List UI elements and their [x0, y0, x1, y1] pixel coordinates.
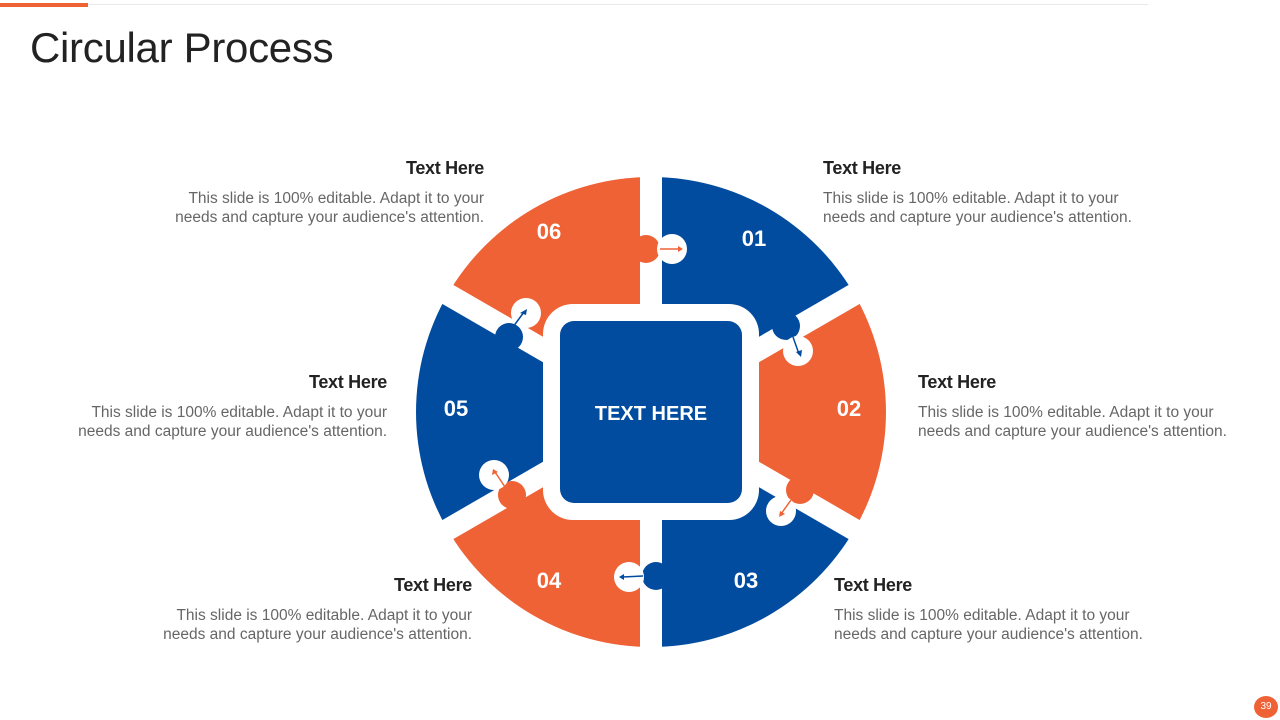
text-block-05-line-1: This slide is 100% editable. Adapt it to… — [91, 404, 387, 421]
text-block-06-line-2: needs and capture your audience's attent… — [175, 209, 484, 226]
text-block-04-body: This slide is 100% editable. Adapt it to… — [132, 606, 472, 644]
text-block-01-line-2: needs and capture your audience's attent… — [823, 209, 1132, 226]
segment-01-number: 01 — [742, 226, 766, 251]
segment-02-shape[interactable] — [651, 294, 886, 530]
text-block-04-heading: Text Here — [393, 575, 472, 595]
segment-04-number: 04 — [537, 568, 562, 593]
text-block-01-body: This slide is 100% editable. Adapt it to… — [823, 189, 1163, 227]
center-label: TEXT HERE — [595, 403, 707, 425]
puzzle-knob-02-03 — [766, 476, 814, 526]
text-block-01: Text Here This slide is 100% editable. A… — [823, 158, 1163, 227]
puzzle-knob-04-05 — [479, 460, 526, 509]
text-block-03: Text Here This slide is 100% editable. A… — [834, 575, 1174, 644]
text-block-03-line-2: needs and capture your audience's attent… — [834, 626, 1143, 643]
text-block-05-body: This slide is 100% editable. Adapt it to… — [47, 403, 387, 441]
text-block-02-line-1: This slide is 100% editable. Adapt it to… — [918, 404, 1214, 421]
text-block-02: Text Here This slide is 100% editable. A… — [918, 372, 1258, 441]
text-block-01-heading: Text Here — [823, 158, 902, 178]
puzzle-knob-01-02 — [772, 312, 813, 366]
text-block-03-heading: Text Here — [834, 575, 913, 595]
text-block-04-line-2: needs and capture your audience's attent… — [163, 626, 472, 643]
puzzle-knob-06-01 — [632, 234, 687, 264]
text-block-02-body: This slide is 100% editable. Adapt it to… — [918, 403, 1258, 441]
text-block-05-heading: Text Here — [308, 372, 387, 392]
slide-title: Circular Process — [30, 24, 334, 71]
text-block-06-heading: Text Here — [405, 158, 484, 178]
text-block-06-body: This slide is 100% editable. Adapt it to… — [144, 189, 484, 227]
segment-03-number: 03 — [734, 568, 758, 593]
center-box[interactable] — [560, 321, 742, 503]
text-block-01-line-1: This slide is 100% editable. Adapt it to… — [823, 190, 1119, 207]
puzzle-knob-05-06 — [495, 298, 541, 351]
text-block-02-heading: Text Here — [918, 372, 997, 392]
text-block-03-body: This slide is 100% editable. Adapt it to… — [834, 606, 1174, 644]
puzzle-knob-03-04 — [614, 562, 670, 592]
text-block-04-line-1: This slide is 100% editable. Adapt it to… — [176, 607, 472, 624]
text-block-06: Text Here This slide is 100% editable. A… — [144, 158, 484, 227]
text-block-02-line-2: needs and capture your audience's attent… — [918, 423, 1227, 440]
text-block-05: Text Here This slide is 100% editable. A… — [47, 372, 387, 441]
top-accent-bar — [0, 3, 88, 7]
text-block-04: Text Here This slide is 100% editable. A… — [132, 575, 472, 644]
text-block-06-line-1: This slide is 100% editable. Adapt it to… — [188, 190, 484, 207]
text-block-03-line-1: This slide is 100% editable. Adapt it to… — [834, 607, 1130, 624]
top-divider-line — [88, 4, 1148, 5]
segment-05-number: 05 — [444, 396, 468, 421]
text-block-05-line-2: needs and capture your audience's attent… — [78, 423, 387, 440]
page-number-badge: 39 — [1254, 696, 1278, 718]
segment-06-number: 06 — [537, 219, 561, 244]
segment-05-shape[interactable] — [416, 294, 651, 530]
segment-02-number: 02 — [837, 396, 861, 421]
